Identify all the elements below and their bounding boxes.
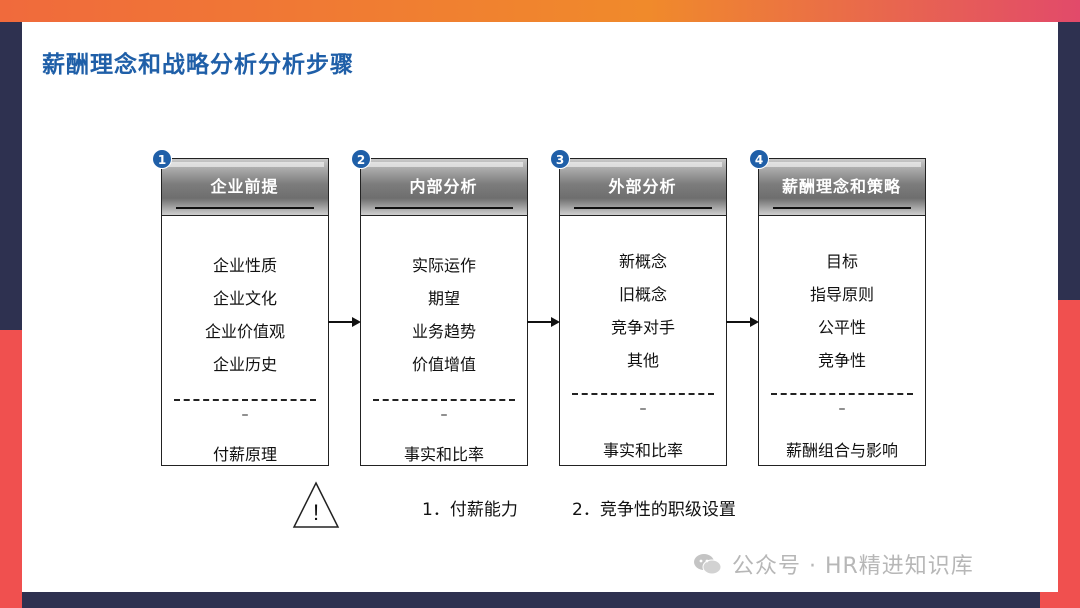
step-number-badge: 4: [749, 149, 769, 169]
warning-triangle-icon: !: [292, 481, 340, 528]
column-footer: 事实和比率: [602, 441, 683, 460]
divider-mark: –: [639, 401, 647, 417]
column-item: 其他: [626, 351, 659, 370]
column-header-4: 薪酬理念和策略: [757, 157, 926, 216]
dashed-divider: [174, 399, 316, 401]
column-item: 企业文化: [212, 289, 277, 308]
step-column-4: 薪酬理念和策略 4 目标 指导原则 公平性 竞争性 – 薪酬组合与影响: [749, 149, 926, 466]
arrow-right-icon: [328, 317, 361, 327]
column-item: 目标: [825, 252, 858, 271]
arrow-right-icon: [726, 317, 759, 327]
column-items: 新概念 旧概念 竞争对手 其他: [560, 245, 726, 377]
column-header-label: 内部分析: [409, 176, 478, 196]
step-column-2: 内部分析 2 实际运作 期望 业务趋势 价值增值 – 事实和比率: [351, 149, 528, 466]
dashed-divider: [572, 393, 714, 395]
column-item: 竞争对手: [610, 318, 675, 337]
column-item: 新概念: [618, 252, 667, 271]
dashed-divider: [373, 399, 515, 401]
column-footer: 付薪原理: [212, 445, 277, 464]
column-header-label: 外部分析: [608, 176, 677, 196]
watermark-text: 公众号 · HR精进知识库: [732, 554, 974, 579]
column-item: 企业价值观: [204, 322, 285, 341]
column-item: 业务趋势: [411, 322, 476, 341]
column-item: 公平性: [817, 318, 866, 337]
warning-symbol: !: [313, 500, 319, 525]
column-header-3: 外部分析: [558, 157, 727, 216]
arrow-right-icon: [527, 317, 560, 327]
step-number-badge: 3: [550, 149, 570, 169]
column-header-label: 企业前提: [210, 176, 279, 196]
note-2: 2．竞争性的职级设置: [572, 500, 736, 520]
column-header-label: 薪酬理念和策略: [781, 176, 901, 196]
column-item: 企业历史: [212, 355, 277, 374]
column-item: 指导原则: [809, 285, 874, 304]
note-1: 1．付薪能力: [422, 500, 518, 520]
divider-mark: –: [241, 407, 249, 423]
column-item: 期望: [427, 289, 460, 308]
column-items: 实际运作 期望 业务趋势 价值增值: [361, 249, 527, 381]
column-footer: 事实和比率: [403, 445, 484, 464]
step-column-1: 企业前提 1 企业性质 企业文化 企业价值观 企业历史 – 付薪原理: [152, 149, 329, 466]
column-item: 企业性质: [212, 256, 277, 275]
step-number-badge: 1: [152, 149, 172, 169]
column-header-2: 内部分析: [359, 157, 528, 216]
column-items: 目标 指导原则 公平性 竞争性: [759, 245, 925, 377]
column-footer: 薪酬组合与影响: [785, 441, 898, 460]
column-item: 竞争性: [817, 351, 866, 370]
wechat-icon: [694, 554, 722, 575]
top-orange-bar: [0, 0, 1080, 22]
left-red-wedge: [0, 330, 22, 608]
column-item: 价值增值: [411, 355, 476, 374]
divider-mark: –: [440, 407, 448, 423]
column-item: 旧概念: [618, 285, 667, 304]
slide-title: 薪酬理念和战略分析分析步骤: [42, 52, 354, 78]
dashed-divider: [771, 393, 913, 395]
step-column-3: 外部分析 3 新概念 旧概念 竞争对手 其他 – 事实和比率: [550, 149, 727, 466]
column-items: 企业性质 企业文化 企业价值观 企业历史: [162, 249, 328, 381]
divider-mark: –: [838, 401, 846, 417]
step-number-badge: 2: [351, 149, 371, 169]
column-header-1: 企业前提: [160, 157, 329, 216]
column-item: 实际运作: [411, 256, 476, 275]
watermark: 公众号 · HR精进知识库: [692, 548, 974, 580]
